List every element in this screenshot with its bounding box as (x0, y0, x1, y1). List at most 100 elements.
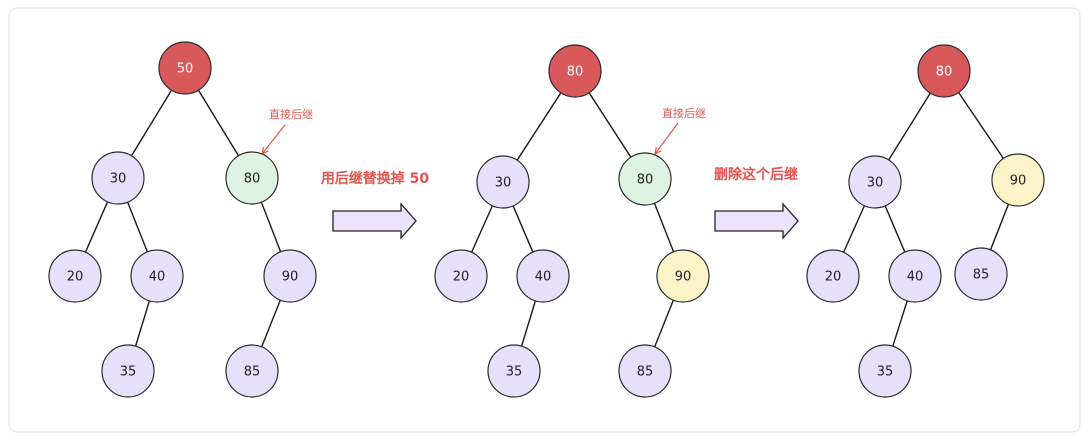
step-2-node-20: 20 (434, 249, 488, 303)
transition-1-label: 用后继替换掉 50 (321, 170, 430, 187)
step-1-node-90: 90 (263, 249, 317, 303)
transition-2-arrow-icon (714, 202, 799, 240)
step-2-node-circle (548, 44, 602, 98)
step-1-node-circle (48, 249, 102, 303)
step-3-edge-5 (989, 203, 1010, 251)
step-2-edge-7 (654, 299, 674, 348)
step-2-edge-1 (516, 92, 562, 161)
step-2-note-arrowhead-icon (654, 147, 662, 156)
step-3-edge-6 (892, 300, 908, 347)
step-1-edge-4 (126, 201, 149, 253)
step-1-node-label: 90 (282, 270, 299, 285)
tree-edges (84, 89, 1010, 348)
step-1-node-label: 85 (244, 365, 261, 380)
step-3-node-circle (858, 344, 912, 398)
step-3-node-label: 85 (973, 268, 990, 283)
step-3-node-label: 30 (867, 176, 884, 191)
step-3-node-label: 80 (936, 65, 953, 80)
step-2-node-label: 80 (637, 173, 654, 188)
step-1-node-circle (225, 344, 279, 398)
step-3-node-20: 20 (806, 249, 860, 303)
transition-2: 删除这个后继 (714, 166, 799, 240)
step-2-node-35: 35 (487, 344, 541, 398)
step-1-node-label: 30 (110, 172, 127, 187)
step-1-node-30: 30 (91, 151, 145, 205)
step-2-node-label: 35 (506, 365, 523, 380)
step-3-node-circle (888, 249, 942, 303)
step-2-node-90: 90 (656, 249, 710, 303)
step-3-node-30: 30 (848, 155, 902, 209)
step-1-edge-2 (197, 89, 240, 157)
step-3-node-circle (954, 247, 1008, 301)
step-1-node-circle (91, 151, 145, 205)
step-1-edge-1 (130, 89, 173, 157)
step-3-node-90: 90 (991, 153, 1045, 207)
step-2-node-label: 40 (535, 270, 552, 285)
step-1-node-50-root: 50 (158, 41, 212, 95)
step-1-note-pointer (261, 124, 286, 155)
annotations: 直接后继 直接后继 (261, 106, 706, 156)
step-2-node-label: 20 (453, 270, 470, 285)
step-2-node-circle (618, 344, 672, 398)
tree-nodes: 50 30 80 20 40 90 35 85 80 30 80 20 40 90 35 85 80 30 90 20… (48, 41, 1045, 398)
step-1-node-label: 80 (244, 172, 261, 187)
step-1-node-80: 80 (225, 151, 279, 205)
step-3-edge-3 (842, 205, 866, 253)
step-3-node-35: 35 (858, 344, 912, 398)
step-1-node-label: 40 (149, 270, 166, 285)
step-3-node-circle (848, 155, 902, 209)
step-3-node-40: 40 (888, 249, 942, 303)
step-2-node-circle (618, 152, 672, 206)
step-2-node-40: 40 (516, 249, 570, 303)
step-2-edge-3 (470, 205, 494, 253)
step-2-node-circle (487, 344, 541, 398)
step-2-edge-4 (512, 205, 534, 253)
step-2-node-circle (434, 249, 488, 303)
step-1-node-circle (130, 249, 184, 303)
step-3-edge-4 (884, 205, 906, 253)
step-3-node-80-root: 80 (917, 44, 971, 98)
step-2-node-circle (656, 249, 710, 303)
step-2-node-circle (516, 249, 570, 303)
step-1-edge-3 (84, 201, 109, 253)
transition-1-arrow-icon (332, 202, 417, 240)
step-1-node-20: 20 (48, 249, 102, 303)
step-2-successor-note: 直接后继 (662, 106, 706, 120)
step-3-node-label: 90 (1010, 174, 1027, 189)
step-2-edge-2 (588, 92, 632, 158)
transition-1: 用后继替换掉 50 (321, 170, 430, 240)
step-1-node-label: 20 (67, 270, 84, 285)
step-2-node-label: 30 (495, 176, 512, 191)
step-2-node-30: 30 (476, 155, 530, 209)
step-1-node-label: 35 (120, 365, 137, 380)
step-1-node-circle (263, 249, 317, 303)
step-1-successor-note: 直接后继 (269, 107, 313, 121)
step-3-edge-1 (888, 92, 931, 161)
step-2-node-label: 80 (567, 65, 584, 80)
step-3-edge-2 (958, 92, 1004, 159)
step-2-edge-5 (653, 202, 675, 253)
step-3-node-circle (917, 44, 971, 98)
transition-2-label: 删除这个后继 (714, 166, 798, 183)
step-2-node-85: 85 (618, 344, 672, 398)
step-1-edge-6 (134, 300, 151, 347)
step-1-node-circle (158, 41, 212, 95)
step-2-note-pointer (654, 122, 679, 155)
step-3-node-label: 40 (907, 270, 924, 285)
step-3-node-circle (991, 153, 1045, 207)
step-1-node-40: 40 (130, 249, 184, 303)
step-1-node-85: 85 (225, 344, 279, 398)
diagram-frame (8, 7, 1081, 433)
step-1-edge-7 (261, 299, 281, 348)
step-1-node-35: 35 (101, 344, 155, 398)
step-1-node-label: 50 (177, 62, 194, 77)
step-3-node-label: 20 (825, 270, 842, 285)
step-2-node-label: 90 (675, 270, 692, 285)
step-3-node-circle (806, 249, 860, 303)
step-2-node-label: 85 (637, 365, 654, 380)
step-2-node-80-root: 80 (548, 44, 602, 98)
step-1-edge-5 (260, 201, 282, 253)
step-3-node-85: 85 (954, 247, 1008, 301)
